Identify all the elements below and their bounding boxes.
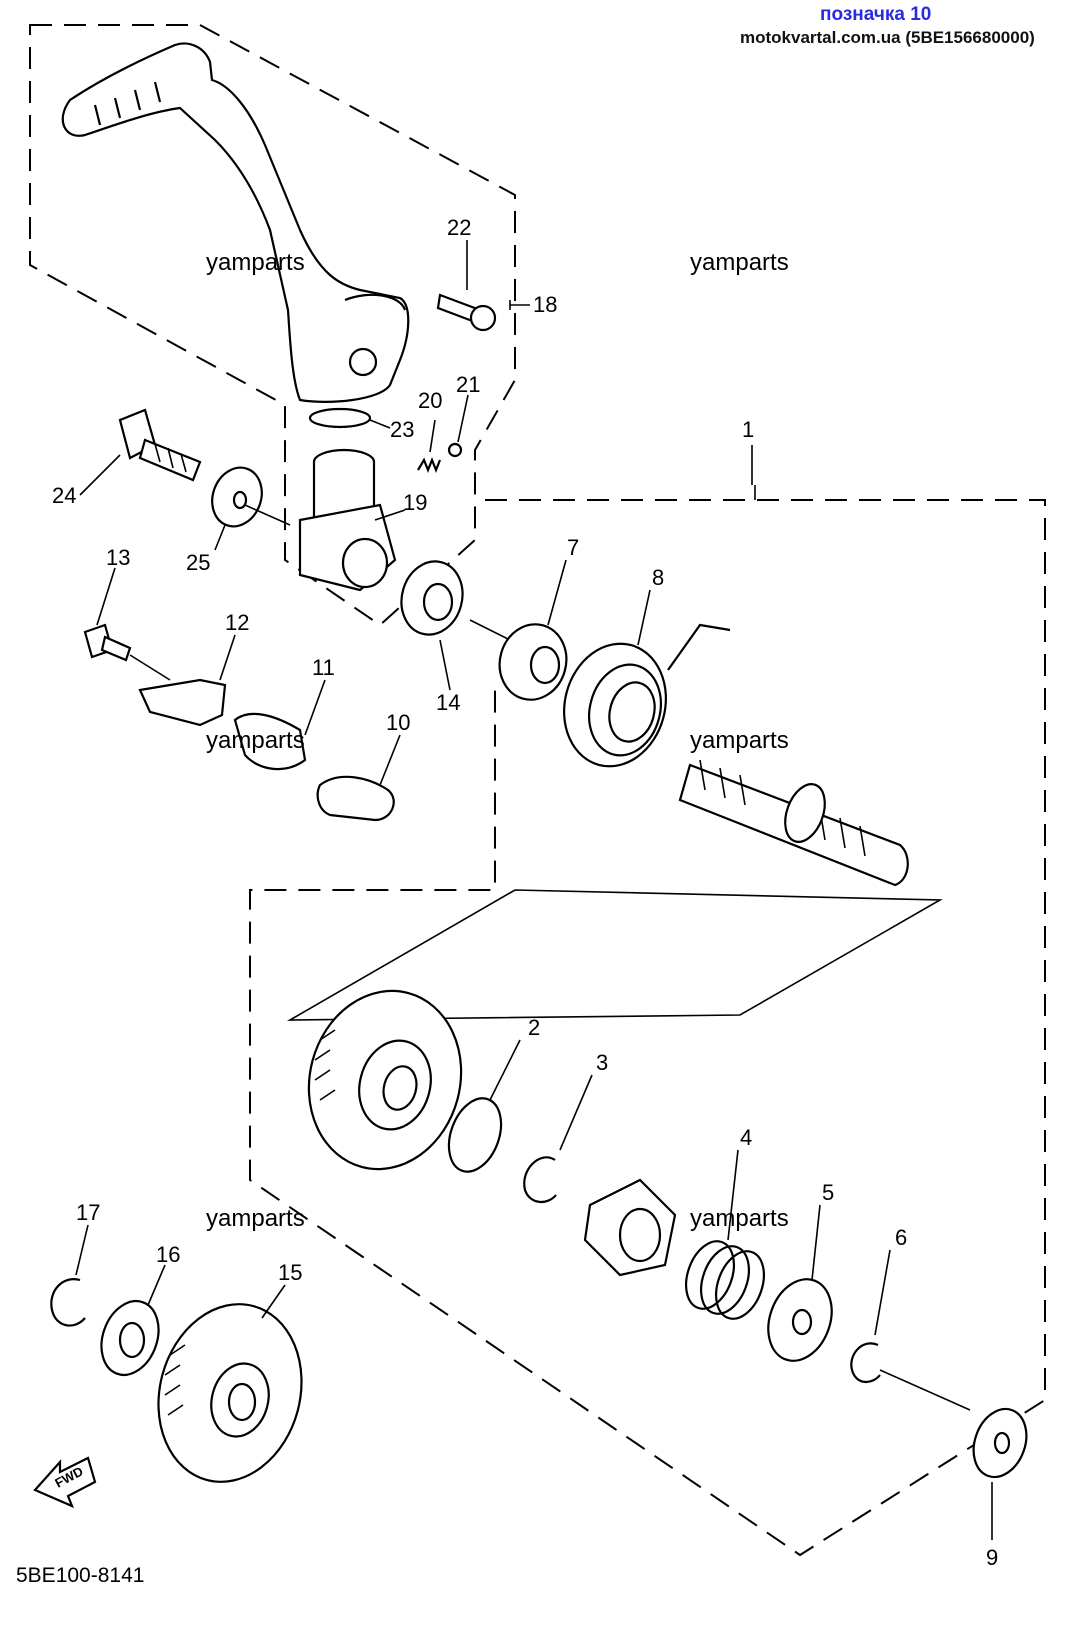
axis-25 [244,504,291,526]
washer-2 [447,1097,503,1173]
torsion-spring-8 [563,623,731,768]
idle-gear-15 [157,1303,303,1483]
callout-18: 18 [533,292,557,317]
leader-1 [751,445,756,500]
callout-8: 8 [652,565,664,590]
kick-lever [61,42,410,403]
callout-25: 25 [186,550,210,575]
watermark: yamparts [206,727,305,754]
watermark: yamparts [206,1205,305,1232]
washer-5 [767,1278,833,1362]
axis-14 [469,619,511,641]
callout-15: 15 [278,1260,302,1285]
callout-11: 11 [312,655,335,680]
kick-gear [307,989,463,1171]
spring-4 [685,1240,765,1320]
fwd-arrow-icon [33,1456,97,1509]
circlip-3 [523,1156,557,1203]
callout-12: 12 [225,610,249,635]
clip-11 [233,712,307,771]
leader-3 [559,1074,593,1151]
callout-1: 1 [742,417,754,442]
kick-shaft-assembly-boundary [249,499,1046,1557]
callout-13: 13 [106,545,130,570]
bolt-13 [83,623,132,662]
oil-seal-14 [400,560,464,636]
leader-6 [874,1249,891,1336]
o-ring-23 [308,407,372,429]
leader-8 [637,589,651,646]
leader-12 [219,634,236,681]
callout-24: 24 [52,483,76,508]
spring-20 [417,457,442,473]
watermark: yamparts [206,249,305,276]
bracket-18 [509,300,530,310]
callout-5: 5 [822,1180,834,1205]
diagram-code: 5BE100-8141 [16,1564,144,1587]
axis-6 [879,1369,971,1411]
source-label: motokvartal.com.ua (5BE156680000) [740,28,1035,47]
washer-9 [972,1407,1028,1479]
callout-16: 16 [156,1242,180,1267]
watermark: yamparts [690,249,789,276]
callout-10: 10 [386,710,410,735]
callout-17: 17 [76,1200,100,1225]
stopper-10 [316,775,395,822]
leader-23 [369,419,391,429]
circlip-6 [850,1342,881,1383]
leader-17 [75,1224,89,1276]
washer-25 [211,466,263,528]
kick-shaft [678,759,909,887]
callout-14: 14 [436,690,460,715]
watermark: yamparts [690,727,789,754]
callout-6: 6 [895,1225,907,1250]
bolt-24 [118,408,202,482]
leader-14 [439,639,451,691]
plate-12 [138,678,227,727]
screw-22 [436,240,497,332]
leader-19 [374,509,406,521]
leader-2 [489,1039,521,1101]
callout-23: 23 [390,417,414,442]
leader-4 [727,1149,739,1241]
leader-16 [147,1264,166,1306]
ratchet [583,1178,677,1277]
frame-outline [286,889,943,1021]
axis-13 [129,654,171,681]
callout-4: 4 [740,1125,752,1150]
leader-25 [214,524,226,551]
leader-20-21 [429,394,469,453]
ball-21 [447,442,463,458]
leader-7 [547,559,567,626]
callout-3: 3 [596,1050,608,1075]
callout-9: 9 [986,1545,998,1570]
callout-22: 22 [447,215,471,240]
leader-13 [96,567,116,626]
callout-21: 21 [456,372,480,397]
leader-5 [811,1204,821,1281]
callout-7: 7 [567,535,579,560]
callout-19: 19 [403,490,427,515]
kick-boss-19 [298,448,397,592]
leader-24 [79,454,121,496]
watermark: yamparts [690,1205,789,1232]
callout-20: 20 [418,388,442,413]
kick-lever-boundary [29,24,516,627]
leader-15 [261,1284,286,1319]
guide-7 [498,623,568,701]
washer-16 [100,1300,160,1376]
callout-2: 2 [528,1015,540,1040]
circlip-17 [50,1278,86,1327]
leader-10 [379,734,401,786]
badge-label: позначка 10 [820,4,932,25]
leader-11 [304,679,326,736]
